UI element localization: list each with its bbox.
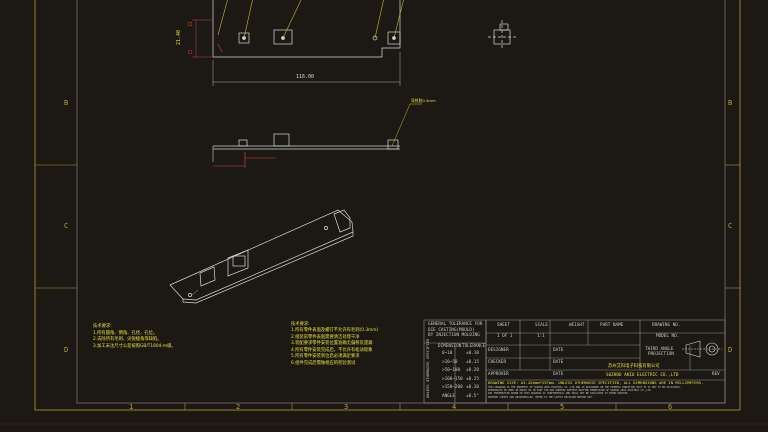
front-dims — [213, 103, 422, 167]
notes-mid-title: 技术要求: — [291, 322, 310, 327]
title-block-frame — [423, 319, 726, 404]
callout-label: 导热胶0.4mm — [411, 98, 436, 103]
zone-row-d-right: D — [728, 346, 733, 354]
isometric-view — [169, 209, 354, 304]
tb-header-sheet: SHEET — [497, 323, 510, 328]
zone-row-d: D — [64, 346, 69, 354]
notes-left-line: 1.所有圆角、倒角、孔径、孔位。 — [93, 330, 158, 336]
tolerance-dimension-cell: 0~10 — [442, 351, 453, 356]
tolerance-dimension-cell: ANGLE — [442, 393, 455, 399]
notes-left-title: 技术要求: — [93, 324, 112, 329]
tb-fine-print: THIS DRAWING IS THE PROPERTY OF SUZHOU A… — [488, 386, 724, 399]
tb-approver-date: DATE — [553, 372, 564, 377]
tolerance-dimension-cell: >150~200 — [442, 385, 463, 390]
zone-row-b-right: B — [728, 99, 733, 107]
notes-middle: 技术要求: 1.所有零件表面及螺钉不允许有毛刺(0.3mm) 2.组装前零件表面… — [291, 322, 378, 367]
zone-ticks — [35, 164, 740, 410]
inner-border — [76, 0, 726, 404]
notes-mid-line: 4.所有零件安装完成后，不允许有松动现象 — [291, 347, 373, 353]
height-dimension: 21.40 — [176, 29, 182, 45]
tb-rev: REV — [712, 372, 720, 377]
tb-company-cn: 苏州艾科电子科技有限公司 — [608, 364, 660, 369]
notes-mid-line: 3.装配要求零件安装位置准确无偏移及遗漏 — [291, 341, 373, 347]
tb-projection-2: PROJECTION — [648, 352, 674, 357]
zone-col-5: 5 — [560, 403, 565, 411]
tb-designer-date: DATE — [553, 348, 564, 353]
front-view — [212, 133, 400, 168]
tb-projection-1: THIRD ANGLE — [645, 347, 674, 352]
zone-col-3: 3 — [344, 403, 349, 411]
tolerance-value-cell: ±0.15 — [466, 359, 479, 365]
tolerance-col-tolerance: TOLERANCE — [462, 344, 486, 349]
tb-checker-date: DATE — [553, 360, 564, 365]
tolerance-header-line: GENERAL TOLERANCE FOR — [428, 322, 483, 327]
dimension-lines — [187, 19, 401, 86]
length-dimension: 116.00 — [296, 74, 315, 80]
tb-model-label: MODEL NO. — [656, 334, 680, 339]
zone-row-c: C — [64, 222, 69, 230]
iso-leaders — [191, 289, 199, 296]
tolerance-side-label: UNLESS OTHERWISE SPECIFIED — [425, 338, 430, 398]
zone-row-c-right: C — [728, 222, 733, 230]
tb-sheet-value: 1 OF 1 — [497, 334, 513, 339]
notes-left-line: 3.加工未注尺寸公差按照GB/T1804-m级。 — [93, 343, 176, 349]
zone-row-b: B — [64, 99, 69, 107]
outer-border — [34, 0, 741, 411]
tolerance-value-cell: ±0.10 — [466, 351, 479, 356]
tb-fine-line: REPRODUCED OR USED IN WHOLE OR IN PART F… — [488, 389, 653, 393]
notes-mid-line: 2.组装前零件表面需要清洁处理干净 — [291, 334, 360, 340]
tb-header-weight: WEIGHT — [569, 323, 585, 328]
tb-designer: DESIGNER — [488, 348, 509, 353]
tb-drawing-size: DRAWING SIZE: A3-420mm*297mm. UNLESS OTH… — [488, 380, 704, 385]
zone-col-4: 4 — [452, 403, 457, 411]
top-view — [212, 0, 401, 58]
side-view-small — [488, 20, 516, 50]
tolerance-value-cell: ±0.20 — [466, 368, 479, 373]
tolerance-dimension-cell: >50~100 — [442, 368, 461, 373]
tb-scale-value: 1:1 — [537, 334, 545, 339]
tb-approver: APPROVER — [488, 372, 509, 377]
notes-left-line: 2.去除所有毛刺、尖锐棱角等缺陷。 — [93, 337, 162, 343]
tolerance-value-cell: ±0.5° — [466, 393, 479, 399]
tb-checker: CHECKER — [488, 360, 507, 365]
notes-mid-line: 5.所有零件安装到位后必须满足要求 — [291, 354, 360, 360]
tolerance-header-line: BY INJECTION MOLDING — [428, 333, 480, 339]
zone-col-2: 2 — [236, 403, 241, 411]
notes-mid-line: 6.组件完成后需做相应的检验测试 — [291, 360, 356, 366]
tb-company-en: SUZHOU AKIU ELECTRIC CO.,LTD — [606, 373, 679, 378]
tb-fine-line: ANY INFORMATION SHOWN ON THIS DRAWING IS… — [488, 392, 630, 396]
tolerance-dimension-cell: >10~50 — [442, 359, 458, 365]
tb-fine-line: PRINTED COPIES ARE UNCONTROLLED. REFER T… — [488, 395, 594, 399]
tb-fine-line: THIS DRAWING IS THE PROPERTY OF SUZHOU A… — [488, 386, 681, 389]
tolerance-dimension-cell: >100~150 — [442, 376, 463, 382]
notes-left: 技术要求: 1.所有圆角、倒角、孔径、孔位。 2.去除所有毛刺、尖锐棱角等缺陷。… — [93, 324, 176, 351]
leader-lines-top — [217, 0, 404, 53]
tolerance-header: GENERAL TOLERANCE FOR DIE CASTING(MOULD)… — [428, 322, 482, 339]
notes-mid-line: 1.所有零件表面及螺钉不允许有毛刺(0.3mm) — [291, 328, 379, 334]
tolerance-header-line: DIE CASTING(MOULD) — [428, 327, 475, 333]
zone-col-1: 1 — [129, 403, 134, 411]
projection-symbol-icon — [682, 340, 722, 358]
tolerance-value-cell: ±0.25 — [466, 376, 479, 382]
tb-header-drawing-no: DRAWING NO. — [652, 323, 681, 328]
zone-col-6: 6 — [668, 403, 673, 411]
tolerance-value-cell: ±0.30 — [466, 385, 479, 390]
tb-header-scale: SCALE — [535, 323, 548, 328]
tb-header-part-name: PART NAME — [600, 323, 624, 328]
tolerance-col-dimension: DIMENSION — [438, 344, 462, 349]
